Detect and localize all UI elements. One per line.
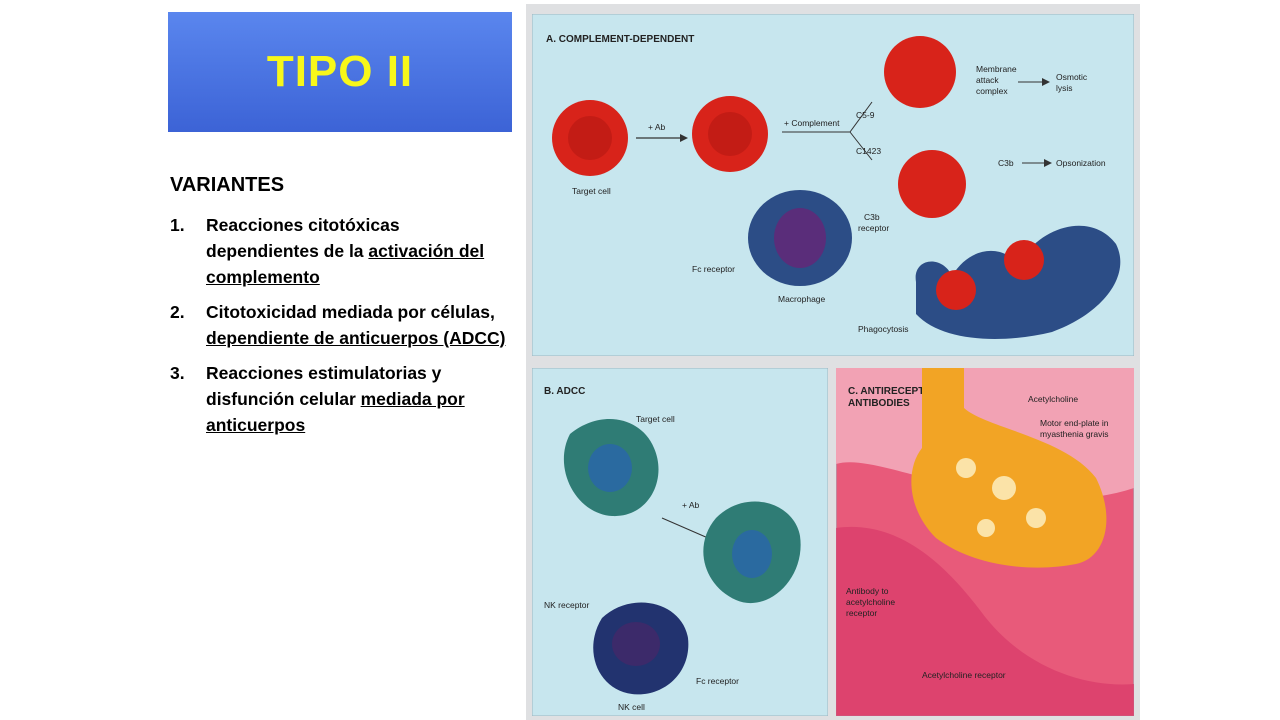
panel-complement-dependent: A. COMPLEMENT-DEPENDENT Target cell + Ab… <box>532 14 1134 356</box>
opsonization-label: Opsonization <box>1056 158 1106 168</box>
panel-b-title: B. ADCC <box>544 386 585 397</box>
antibody-label-2: acetylcholine <box>846 597 895 607</box>
acetylcholine-label: Acetylcholine <box>1028 394 1078 404</box>
c1423-label: C1423 <box>856 146 881 156</box>
mac-label-1: Membrane <box>976 64 1017 74</box>
ach-receptor-label: Acetylcholine receptor <box>922 670 1006 680</box>
panel-antireceptor-antibodies: C. ANTIRECEPTOR ANTIBODIES Acetylcholine… <box>836 368 1134 716</box>
panel-adcc: B. ADCC Target cell + Ab NK receptor NK … <box>532 368 828 716</box>
antibody-label-1: Antibody to <box>846 586 889 596</box>
plus-complement-label: + Complement <box>784 118 840 128</box>
phagocyte <box>915 225 1121 339</box>
item-underlined-text: mediada por anticuerpos <box>206 389 465 435</box>
item-text: Citotoxicidad mediada por células, <box>206 302 495 322</box>
motor-end-plate-label-1: Motor end-plate in <box>1040 418 1109 428</box>
figure-page: A. COMPLEMENT-DEPENDENT Target cell + Ab… <box>526 4 1140 720</box>
item-text: Reacciones citotóxicas dependientes de l… <box>206 215 400 261</box>
mac-label-2: attack <box>976 75 999 85</box>
mac-label-3: complex <box>976 86 1008 96</box>
plus-ab-label: + Ab <box>648 122 666 132</box>
c3b-label: C3b <box>998 158 1014 168</box>
list-item: 2. Citotoxicidad mediada por células, de… <box>170 299 510 351</box>
item-number: 1. <box>170 215 185 235</box>
slide-title: TIPO II <box>266 47 414 96</box>
phagocytosis-label: Phagocytosis <box>858 324 909 334</box>
osmotic-label-1: Osmotic <box>1056 72 1088 82</box>
antibody-label-3: receptor <box>846 608 877 618</box>
list-item: 3. Reacciones estimulatorias y disfunció… <box>170 360 510 438</box>
item-underlined-text: activación del complemento <box>206 241 485 287</box>
item-number: 2. <box>170 302 185 322</box>
item-text: Reacciones estimulatorias y disfunción c… <box>206 363 442 409</box>
nerve-terminal <box>911 368 1107 568</box>
c59-label: C5-9 <box>856 110 875 120</box>
panel-a-title: A. COMPLEMENT-DEPENDENT <box>546 34 694 45</box>
fc-receptor-label: Fc receptor <box>692 264 735 274</box>
title-banner: TIPO II <box>168 12 512 132</box>
variants-heading: VARIANTES <box>170 174 285 196</box>
macrophage-label: Macrophage <box>778 294 826 304</box>
list-item: 1. Reacciones citotóxicas dependientes d… <box>170 212 510 290</box>
nk-cell-label: NK cell <box>618 702 645 712</box>
c3b-receptor-label-2: receptor <box>858 223 889 233</box>
variants-list: 1. Reacciones citotóxicas dependientes d… <box>170 212 510 447</box>
nk-receptor-label: NK receptor <box>544 600 590 610</box>
plus-ab-label: + Ab <box>682 500 700 510</box>
motor-end-plate-label-2: myasthenia gravis <box>1040 429 1109 439</box>
panel-c-title-2: ANTIBODIES <box>848 398 910 409</box>
target-cell-label: Target cell <box>636 414 675 424</box>
item-number: 3. <box>170 363 185 383</box>
osmotic-label-2: lysis <box>1056 83 1073 93</box>
target-cell-label: Target cell <box>572 186 611 196</box>
panel-c-title-1: C. ANTIRECEPTOR <box>848 386 940 397</box>
c3b-receptor-label-1: C3b <box>864 212 880 222</box>
c3b-coated-cell <box>898 150 966 218</box>
fc-receptor-label: Fc receptor <box>696 676 739 686</box>
lysed-cell <box>884 36 956 108</box>
item-underlined-text: dependiente de anticuerpos (ADCC) <box>206 328 506 348</box>
